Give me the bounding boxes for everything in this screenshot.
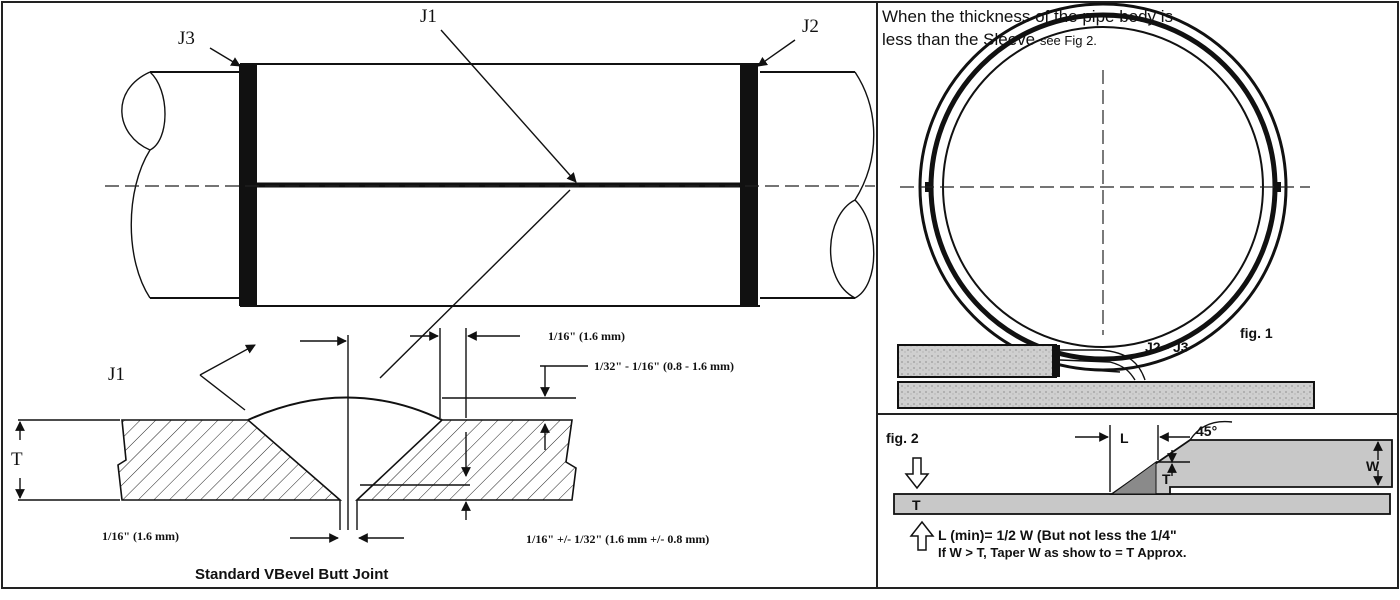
label-j1-section: J1 xyxy=(108,364,125,385)
note-line1: L (min)= 1/2 W (But not less the 1/4" xyxy=(938,527,1177,543)
fig1-panel: When the thickness of the pipe body is l… xyxy=(882,2,1315,409)
outer-frame xyxy=(1,1,1399,589)
fig1-upper-bar xyxy=(897,344,1057,378)
label-j2: J2 xyxy=(802,16,819,37)
left-plate xyxy=(117,419,343,501)
label-t-fig2-upper: T xyxy=(1162,471,1171,487)
fig2-base-plate xyxy=(893,493,1391,515)
label-w: W xyxy=(1366,458,1380,474)
dim-root-left: 1/16" (1.6 mm) xyxy=(102,529,179,543)
pipe-elevation: J3 J2 J1 xyxy=(105,6,875,379)
weld-j3 xyxy=(239,64,257,306)
dim-root-right: 1/16" +/- 1/32" (1.6 mm +/- 0.8 mm) xyxy=(526,532,709,546)
label-j2-j3: J2 - J3 xyxy=(1145,339,1189,355)
label-fig2: fig. 2 xyxy=(886,430,919,446)
weld-j2 xyxy=(740,64,758,306)
caption-standard-vbevel: Standard VBevel Butt Joint xyxy=(195,566,388,583)
label-t-fig2-lower: T xyxy=(912,497,921,513)
label-j3: J3 xyxy=(178,28,195,49)
fig2-sleeve xyxy=(1109,439,1393,495)
note-line2: If W > T, Taper W as show to = T Approx. xyxy=(938,545,1186,560)
label-fig1: fig. 1 xyxy=(1240,325,1273,341)
label-j1-top: J1 xyxy=(420,6,437,27)
header-line2: less than the Sleeve see Fig 2. xyxy=(882,30,1097,49)
dim-top-gap: 1/16" (1.6 mm) xyxy=(548,329,625,343)
fig2-panel: fig. 2 L 45° W T T L (min)= 1/2 W (But n… xyxy=(886,420,1393,560)
label-l: L xyxy=(1120,430,1129,446)
vbevel-section: J1 T 1/16" (1.6 mm) 1/32" - 1/16" (0.8 -… xyxy=(11,328,734,583)
dim-land: 1/32" - 1/16" (0.8 - 1.6 mm) xyxy=(594,359,734,373)
header-line1: When the thickness of the pipe body is xyxy=(882,7,1173,26)
fig1-lower-bar xyxy=(897,381,1315,409)
label-45deg: 45° xyxy=(1196,423,1217,439)
label-t-left: T xyxy=(11,449,23,470)
